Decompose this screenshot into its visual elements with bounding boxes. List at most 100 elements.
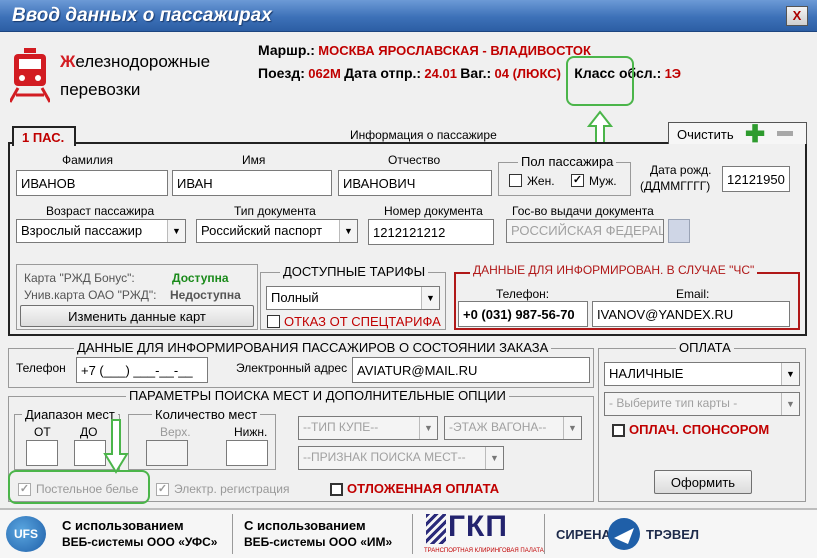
order-email-input[interactable] (352, 357, 590, 383)
route-value: МОСКВА ЯРОСЛАВСКАЯ - ВЛАДИВОСТОК (318, 43, 591, 58)
sponsor-label: ОПЛАЧ. СПОНСОРОМ (629, 422, 770, 437)
tkp-subtitle: ТРАНСПОРТНАЯ КЛИРИНГОВАЯ ПАЛАТА (424, 548, 544, 554)
patronymic-input[interactable] (338, 170, 492, 196)
class-value: 1Э (664, 66, 682, 81)
univ-card-status: Недоступна (170, 288, 241, 302)
emergency-email-input[interactable] (592, 301, 790, 327)
lower-count-input[interactable] (226, 440, 268, 466)
section-title: Информация о пассажире (350, 128, 497, 142)
to-label: ДО (80, 425, 98, 439)
ereg-checkbox[interactable]: ✓ (156, 483, 169, 496)
im-line-1: С использованием (244, 518, 366, 533)
bonus-card-status: Доступна (172, 271, 229, 285)
male-label: Муж. (589, 174, 617, 188)
clear-button[interactable]: Очистить (677, 127, 734, 142)
upper-count-input[interactable] (146, 440, 188, 466)
surname-label: Фамилия (62, 153, 113, 167)
clear-tab: Очистить ✚ (668, 121, 807, 148)
remove-icon[interactable] (777, 131, 793, 136)
chevron-down-icon: ▼ (781, 363, 799, 385)
range-to-input[interactable] (74, 440, 106, 466)
range-from-input[interactable] (26, 440, 58, 466)
count-title: Количество мест (152, 407, 261, 422)
window-title: Ввод данных о пассажирах (12, 5, 272, 26)
order-phone-input[interactable] (76, 357, 208, 383)
country-label: Гос-во выдачи документа (512, 204, 654, 218)
tab-passenger-1[interactable]: 1 ПАС. (12, 126, 76, 146)
close-button[interactable]: X (786, 6, 808, 26)
sirena-right: ТРЭВЕЛ (646, 527, 700, 542)
gender-title: Пол пассажира (518, 154, 617, 169)
chevron-down-icon: ▼ (167, 220, 185, 242)
sirena-left: СИРЕНА (556, 527, 611, 542)
cards-group (16, 264, 258, 330)
car-value: 04 (ЛЮКС) (494, 66, 561, 81)
tkp-logo: ГКП (448, 510, 508, 543)
deferred-payment-checkbox[interactable] (330, 483, 343, 496)
submit-button[interactable]: Оформить (654, 470, 752, 494)
patronymic-label: Отчество (388, 153, 441, 167)
birth-format-label: (ДДММГГГГ) (640, 179, 711, 193)
univ-card-label: Унив.карта ОАО "РЖД": (24, 288, 157, 302)
chevron-down-icon: ▼ (419, 417, 437, 439)
birth-label: Дата рожд. (650, 163, 712, 177)
country-picker-icon[interactable] (668, 219, 690, 243)
ereg-label: Электр. регистрация (174, 482, 290, 496)
card-type-select[interactable]: - Выберите тип карты -▼ (604, 392, 800, 416)
from-label: ОТ (34, 425, 51, 439)
doctype-select[interactable]: Российский паспорт▼ (196, 219, 358, 243)
bonus-card-label: Карта "РЖД Бонус": (24, 271, 135, 285)
name-label: Имя (242, 153, 266, 167)
ufs-line-1: С использованием (62, 518, 184, 533)
order-phone-label: Телефон (16, 361, 66, 375)
refuse-tariff-label: ОТКАЗ ОТ СПЕЦТАРИФА (284, 314, 441, 329)
age-select[interactable]: Взрослый пассажир▼ (16, 219, 186, 243)
name-input[interactable] (172, 170, 332, 196)
tariffs-title: ДОСТУПНЫЕ ТАРИФЫ (280, 264, 429, 279)
brand-line-1: Железнодорожные (60, 52, 211, 71)
chevron-down-icon: ▼ (421, 287, 439, 309)
surname-input[interactable] (16, 170, 168, 196)
sponsor-checkbox[interactable] (612, 424, 625, 437)
footer: UFS С использованием ВЕБ-системы ООО «УФ… (0, 508, 817, 558)
train-info: Поезд: 062М Дата отпр.: 24.01 Ваг.: 04 (… (258, 65, 682, 81)
docnum-input[interactable] (368, 219, 494, 245)
country-field[interactable]: РОССИЙСКАЯ ФЕДЕРАЦИЯ (506, 219, 664, 243)
train-value: 062М (308, 66, 341, 81)
male-checkbox[interactable]: ✓ (571, 174, 584, 187)
linen-label: Постельное белье (36, 482, 139, 496)
brand-line-2: перевозки (60, 80, 141, 99)
chevron-down-icon: ▼ (781, 393, 799, 415)
payment-method-select[interactable]: НАЛИЧНЫЕ▼ (604, 362, 800, 386)
down-arrow-icon (103, 419, 129, 474)
train-icon (10, 48, 50, 103)
title-bar: Ввод данных о пассажирах X (0, 0, 817, 32)
change-cards-button[interactable]: Изменить данные карт (20, 305, 254, 327)
order-email-label: Электронный адрес (236, 361, 348, 375)
doctype-label: Тип документа (234, 204, 316, 218)
coupe-type-select[interactable]: --ТИП КУПЕ--▼ (298, 416, 438, 440)
car-floor-select[interactable]: -ЭТАЖ ВАГОНА--▼ (444, 416, 582, 440)
deferred-payment-label: ОТЛОЖЕННАЯ ОПЛАТА (347, 481, 500, 496)
refuse-tariff-checkbox[interactable] (267, 315, 280, 328)
lower-label: Нижн. (234, 425, 268, 439)
search-sign-select[interactable]: --ПРИЗНАК ПОИСКА МЕСТ--▼ (298, 446, 504, 470)
female-label: Жен. (527, 174, 555, 188)
highlight-linen-box (8, 470, 150, 504)
chevron-down-icon: ▼ (339, 220, 357, 242)
emergency-title: ДАННЫЕ ДЛЯ ИНФОРМИРОВАН. В СЛУЧАЕ "ЧС" (470, 263, 758, 277)
female-checkbox[interactable] (509, 174, 522, 187)
docnum-label: Номер документа (384, 204, 483, 218)
add-icon[interactable]: ✚ (745, 121, 766, 148)
search-title: ПАРАМЕТРЫ ПОИСКА МЕСТ И ДОПОЛНИТЕЛЬНЫЕ О… (126, 388, 509, 403)
birthdate-input[interactable] (722, 166, 790, 192)
linen-checkbox[interactable]: ✓ (18, 483, 31, 496)
ufs-logo: UFS (6, 516, 46, 552)
emergency-phone-input[interactable] (458, 301, 588, 327)
route-info: Маршр.: МОСКВА ЯРОСЛАВСКАЯ - ВЛАДИВОСТОК (258, 42, 591, 58)
range-title: Диапазон мест (22, 407, 118, 422)
chevron-down-icon: ▼ (563, 417, 581, 439)
tariff-select[interactable]: Полный▼ (266, 286, 440, 310)
chevron-down-icon: ▼ (485, 447, 503, 469)
sirena-logo-icon (608, 518, 640, 550)
